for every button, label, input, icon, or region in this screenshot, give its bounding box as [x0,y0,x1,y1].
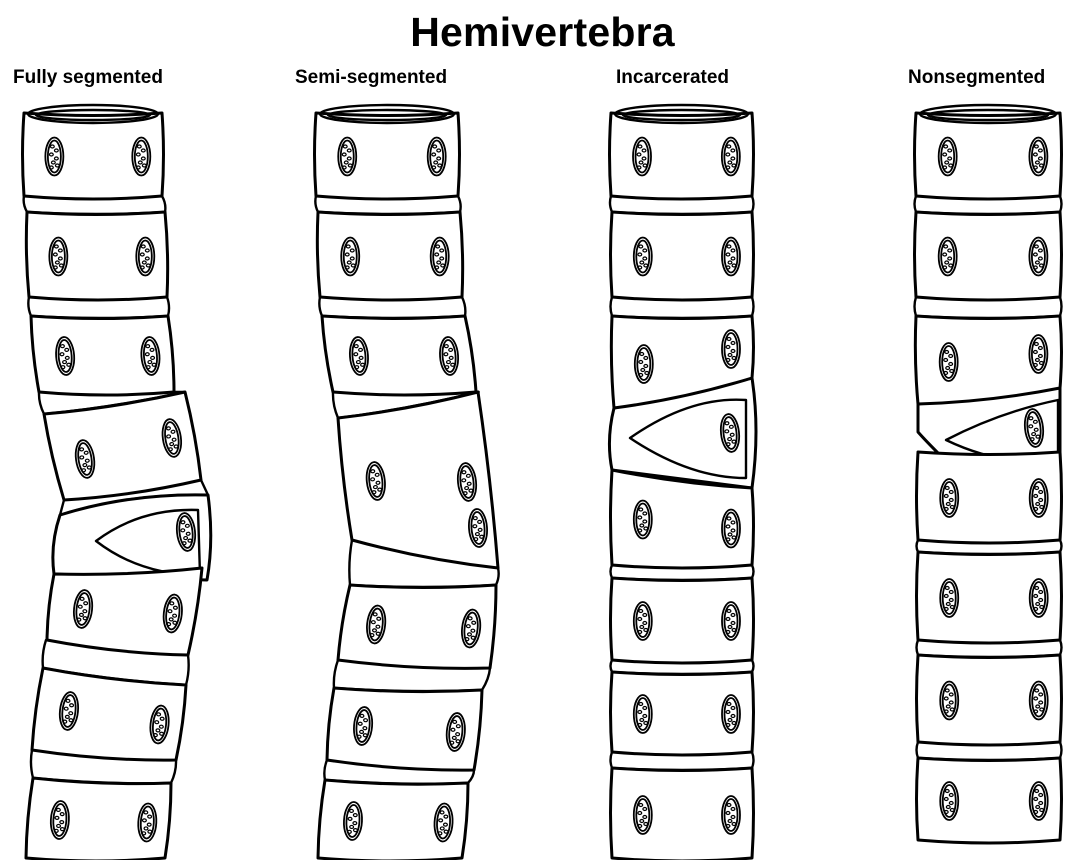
foramen-left [338,138,356,176]
foramen-left [634,796,652,834]
vertebra [917,758,1062,843]
foramen-right [722,510,740,548]
foramen-right [132,138,150,176]
foramen-right [431,238,449,276]
foramen-left [633,138,651,176]
vertebra [611,768,754,860]
foramen-left [940,579,958,617]
foramen-right [722,238,740,276]
foramen-right [722,796,740,834]
foramen-left [634,695,652,733]
foramen-left [940,479,958,517]
vertebra [917,552,1062,643]
foramen-left [634,501,652,539]
foramen-left [341,238,359,276]
foramen-left [939,238,957,276]
foramen-left [634,602,652,640]
vertebra [315,113,460,199]
vertebra [915,316,1061,404]
spine-fully-segmented [23,105,211,860]
foramen-left [49,238,67,276]
foramen-right [722,138,740,176]
foramen-left [45,138,63,176]
foramen-right [722,330,740,368]
spine-incarcerated [609,105,756,860]
foramen-left [940,682,958,720]
foramen-right [1029,238,1047,276]
vertebra [610,113,754,199]
vertebra [915,113,1062,199]
vertebra [322,316,476,395]
foramen-right [428,138,446,176]
foramen-right [1030,479,1048,517]
foramen-right [722,602,740,640]
vertebra [611,578,754,663]
vertebra [327,688,482,770]
vertebra [47,568,202,655]
spine-nonsegmented [915,105,1062,843]
foramen-left [940,343,958,381]
vertebra [611,672,754,755]
foramen-right [136,238,154,276]
foramen-left [940,782,958,820]
vertebra [26,778,171,860]
vertebra [611,212,754,300]
foramen-right [1030,682,1048,720]
foramen-left [635,345,653,383]
vertebra [915,212,1062,300]
vertebra [26,212,167,300]
spine-semi-segmented [315,105,499,860]
foramen-right [722,695,740,733]
foramen-right [1029,335,1047,373]
foramen-left [634,238,652,276]
vertebra [917,655,1062,745]
foramen-right [1030,782,1048,820]
vertebra [31,316,174,395]
vertebra [917,452,1062,543]
vertebra [318,780,468,860]
vertebra [23,113,164,199]
vertebra [338,585,496,668]
foramen-right [1029,138,1047,176]
foramen-left [939,138,957,176]
foramen-right [1030,579,1048,617]
vertebra [317,212,462,300]
